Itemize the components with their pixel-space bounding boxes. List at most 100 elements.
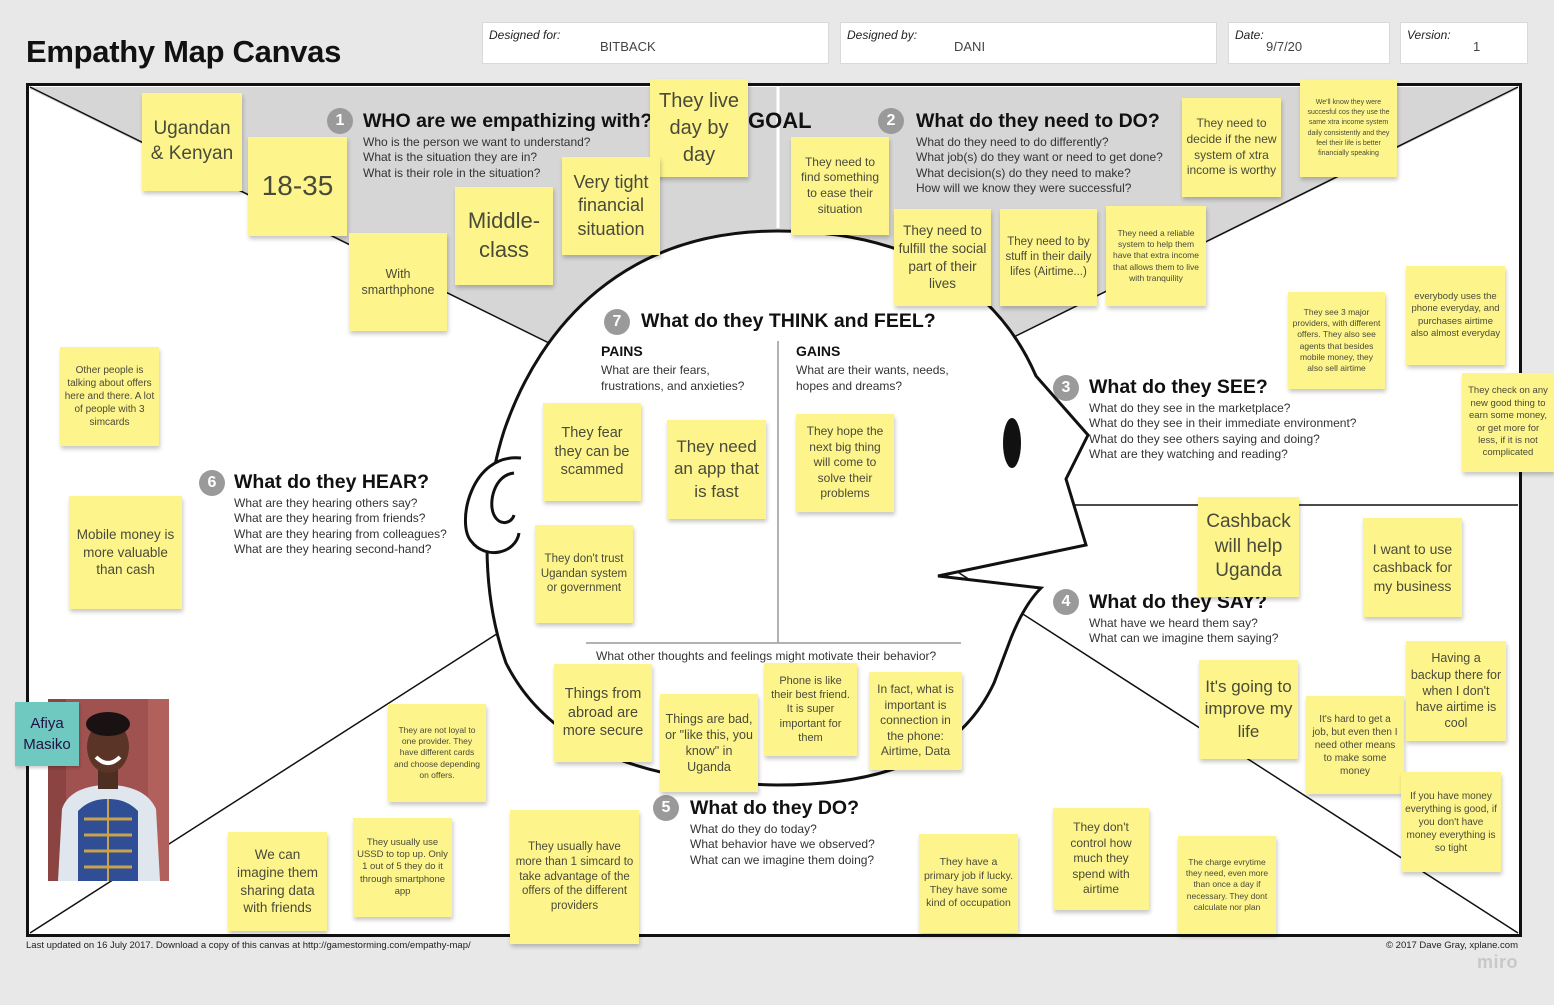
- sticky-note[interactable]: I want to use cashback for my business: [1363, 518, 1462, 617]
- sticky-note[interactable]: Middle-class: [455, 187, 553, 285]
- hear-line: What are they hearing second-hand?: [234, 541, 432, 556]
- eye-shape: [1003, 418, 1021, 468]
- designed-for-field[interactable]: Designed for: BITBACK: [482, 22, 829, 64]
- persona-photo: [48, 699, 169, 881]
- section-say: What do they SAY? What have we heard the…: [1089, 591, 1278, 647]
- sticky-note[interactable]: They need to by stuff in their daily lif…: [1000, 209, 1097, 306]
- hear-heading: What do they HEAR?: [234, 471, 429, 493]
- who-line: What is the situation they are in?: [363, 150, 538, 165]
- sticky-note[interactable]: They usually use USSD to top up. Only 1 …: [353, 818, 452, 917]
- sticky-note[interactable]: If you have money everything is good, if…: [1401, 772, 1501, 872]
- do-need-line: What job(s) do they want or need to get …: [916, 150, 1163, 165]
- sticky-note[interactable]: It's hard to get a job, but even then I …: [1306, 696, 1404, 794]
- sticky-note[interactable]: We can imagine them sharing data with fr…: [228, 832, 327, 931]
- see-line: What are they watching and reading?: [1089, 446, 1288, 461]
- gains-block: GAINS What are their wants, needs, hopes…: [796, 343, 956, 394]
- do-need-line: What decision(s) do they need to make?: [916, 165, 1131, 180]
- sticky-note[interactable]: Things from abroad are more secure: [554, 664, 652, 762]
- sticky-note[interactable]: They don't trust Ugandan system or gover…: [535, 525, 633, 623]
- hear-line: What are they hearing from colleagues?: [234, 526, 447, 541]
- sticky-note[interactable]: They fear they can be scammed: [543, 403, 641, 501]
- designed-by-value: DANI: [954, 39, 986, 54]
- sticky-note[interactable]: They check on any new good thing to earn…: [1462, 373, 1554, 472]
- sticky-note[interactable]: We'll know they were succesful cos they …: [1300, 80, 1397, 177]
- miro-logo: miro: [1476, 952, 1518, 972]
- date-field[interactable]: Date: 9/7/20: [1228, 22, 1390, 64]
- designed-by-label: Designed by:: [847, 28, 918, 42]
- do-line: What can we imagine them doing?: [690, 852, 875, 867]
- version-value: 1: [1473, 39, 1481, 54]
- ear-inner: [490, 471, 516, 524]
- section-number-5: 5: [653, 795, 679, 821]
- sticky-note[interactable]: Ugandan & Kenyan: [142, 93, 242, 191]
- sticky-note[interactable]: They see 3 major providers, with differe…: [1288, 292, 1385, 389]
- pains-desc: What are their fears, frustrations, and …: [601, 363, 745, 393]
- sticky-note[interactable]: Other people is talking about offers her…: [60, 347, 159, 446]
- sticky-note[interactable]: They usually have more than 1 simcard to…: [510, 810, 639, 944]
- do-heading: What do they DO?: [690, 797, 859, 819]
- sticky-note[interactable]: They need to fulfill the social part of …: [894, 209, 991, 306]
- hear-line: What are they hearing from friends?: [234, 511, 426, 526]
- sticky-note[interactable]: They hope the next big thing will come t…: [796, 414, 894, 512]
- who-line: What is their role in the situation?: [363, 165, 541, 180]
- sticky-note[interactable]: Cashback will help Uganda: [1198, 497, 1299, 597]
- sticky-note[interactable]: They live day by day: [650, 79, 748, 177]
- sticky-note[interactable]: Very tight financial situation: [562, 157, 660, 255]
- sticky-note[interactable]: Phone is like their best friend. It is s…: [764, 663, 857, 756]
- sticky-note[interactable]: With smarthphone: [349, 233, 447, 331]
- sticky-note[interactable]: They need an app that is fast: [667, 420, 766, 519]
- section-hear: What do they HEAR? What are they hearing…: [234, 471, 447, 557]
- sticky-note[interactable]: Having a backup there for when I don't h…: [1406, 641, 1506, 741]
- do-need-line: What do they need to do differently?: [916, 135, 1109, 149]
- footer-left: Last updated on 16 July 2017. Download a…: [26, 940, 471, 951]
- designed-for-value: BITBACK: [600, 39, 656, 54]
- sticky-note[interactable]: It's going to improve my life: [1199, 660, 1298, 759]
- see-line: What do they see in their immediate envi…: [1089, 416, 1357, 431]
- do-line: What behavior have we observed?: [690, 837, 875, 852]
- do-need-heading: What do they need to DO?: [916, 110, 1160, 132]
- section-do-need: What do they need to DO? What do they ne…: [916, 110, 1163, 196]
- sticky-note[interactable]: The charge evrytime they need, even more…: [1178, 836, 1276, 934]
- section-number-6: 6: [199, 470, 225, 496]
- section-number-1: 1: [327, 108, 353, 134]
- think-heading: What do they THINK and FEEL?: [641, 310, 936, 332]
- sticky-note[interactable]: They are not loyal to one provider. They…: [388, 704, 486, 802]
- date-label: Date:: [1235, 28, 1264, 42]
- who-heading: WHO are we empathizing with?: [363, 110, 653, 132]
- do-need-line: How will we know they were successful?: [916, 180, 1132, 195]
- pains-block: PAINS What are their fears, frustrations…: [601, 343, 766, 394]
- see-line: What do they see others saying and doing…: [1089, 431, 1320, 446]
- say-line: What have we heard them say?: [1089, 616, 1258, 630]
- sticky-note[interactable]: Things are bad, or "like this, you know"…: [660, 694, 758, 792]
- hear-line: What are they hearing others say?: [234, 496, 418, 510]
- gains-desc: What are their wants, needs, hopes and d…: [796, 363, 949, 393]
- section-think: What do they THINK and FEEL?: [641, 310, 936, 335]
- sticky-note[interactable]: Mobile money is more valuable than cash: [69, 496, 182, 609]
- version-field[interactable]: Version: 1: [1400, 22, 1528, 64]
- footer-right: © 2017 Dave Gray, xplane.com: [1386, 940, 1518, 951]
- sticky-note[interactable]: They need a reliable system to help them…: [1106, 206, 1206, 306]
- sticky-note[interactable]: They have a primary job if lucky. They h…: [919, 834, 1018, 933]
- persona-name-note[interactable]: Afiya Masiko: [15, 702, 79, 766]
- sticky-note[interactable]: They don't control how much they spend w…: [1053, 808, 1149, 910]
- designed-for-label: Designed for:: [489, 28, 561, 42]
- date-value: 9/7/20: [1266, 39, 1303, 54]
- say-line: What can we imagine them saying?: [1089, 631, 1279, 646]
- section-do: What do they DO? What do they do today? …: [690, 797, 875, 868]
- sticky-note[interactable]: They need to find something to ease thei…: [791, 137, 889, 235]
- gains-title: GAINS: [796, 343, 841, 359]
- section-number-4: 4: [1053, 589, 1079, 615]
- see-heading: What do they SEE?: [1089, 376, 1268, 398]
- pains-title: PAINS: [601, 343, 643, 359]
- designed-by-field[interactable]: Designed by: DANI: [840, 22, 1217, 64]
- other-thoughts-text: What other thoughts and feelings might m…: [596, 649, 937, 663]
- section-see: What do they SEE? What do they see in th…: [1089, 376, 1356, 462]
- sticky-note[interactable]: They need to decide if the new system of…: [1182, 98, 1281, 197]
- sticky-note[interactable]: In fact, what is important is connection…: [869, 672, 962, 770]
- sticky-note[interactable]: everybody uses the phone everyday, and p…: [1406, 266, 1505, 365]
- section-number-3: 3: [1053, 375, 1079, 401]
- sticky-note[interactable]: 18-35: [248, 137, 347, 236]
- section-number-7: 7: [604, 309, 630, 335]
- section-number-2: 2: [878, 108, 904, 134]
- head-silhouette: [485, 229, 1090, 787]
